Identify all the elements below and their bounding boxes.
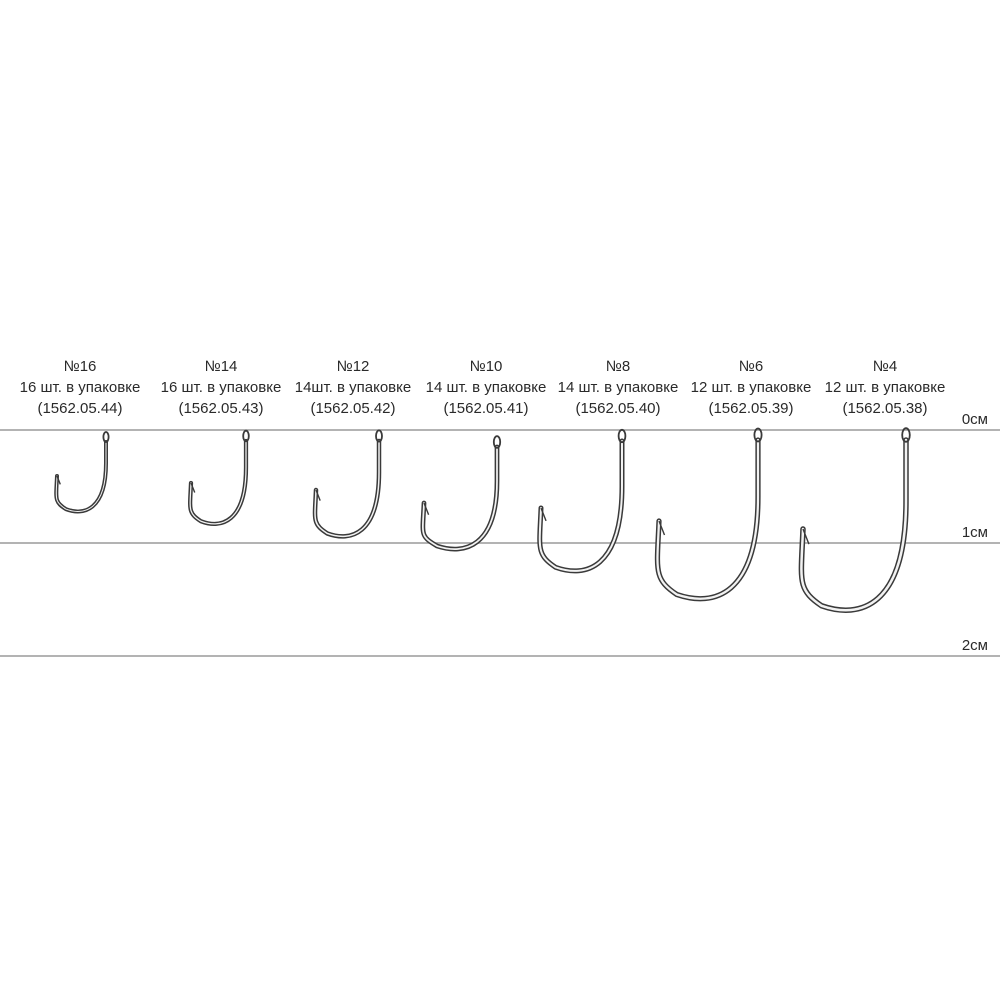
hook-label-16: №16 16 шт. в упаковке (1562.05.44) — [5, 356, 155, 419]
hook-code: (1562.05.42) — [310, 400, 396, 417]
hook-size: №12 — [336, 358, 370, 375]
hook-quantity: 16 шт. в упаковке — [19, 379, 141, 396]
hook-code: (1562.05.39) — [708, 400, 794, 417]
hook-eye — [617, 428, 627, 444]
hook-6-illustration — [654, 427, 763, 602]
hook-wire-highlight — [538, 440, 623, 572]
scale-label-0cm: 0см — [961, 411, 988, 428]
hook-eye — [102, 431, 110, 443]
hook-quantity: 14шт. в упаковке — [294, 379, 412, 396]
hook-label-12: №12 14шт. в упаковке (1562.05.42) — [278, 356, 428, 419]
hook-wire-highlight — [314, 440, 380, 538]
hook-eye — [492, 435, 502, 449]
hook-wire-highlight — [55, 441, 107, 512]
hook-16-illustration — [54, 431, 110, 514]
hook-14-illustration — [188, 429, 250, 526]
hook-eye — [242, 429, 250, 443]
hook-label-6: №6 12 шт. в упаковке (1562.05.39) — [676, 356, 826, 419]
hook-size: №14 — [204, 358, 238, 375]
scale-label-1cm: 1см — [961, 524, 988, 541]
hook-barb — [658, 520, 666, 536]
hook-barb — [802, 528, 810, 545]
hook-quantity: 14 шт. в упаковке — [425, 379, 547, 396]
hook-barb — [190, 482, 196, 493]
hook-barb — [423, 502, 430, 516]
hook-size: №10 — [469, 358, 503, 375]
hook-label-10: №10 14 шт. в упаковке (1562.05.41) — [411, 356, 561, 419]
hook-wire-highlight — [189, 440, 247, 525]
hook-12-illustration — [312, 429, 383, 539]
hook-eye — [901, 427, 911, 443]
hook-wire — [54, 440, 108, 514]
hook-quantity: 12 шт. в упаковке — [690, 379, 812, 396]
hook-wire — [420, 444, 500, 552]
hook-eye — [375, 429, 383, 443]
hook-barb — [315, 489, 321, 501]
hook-wire-highlight — [656, 438, 760, 600]
hook-label-8: №8 14 шт. в упаковке (1562.05.40) — [543, 356, 693, 419]
hook-code: (1562.05.43) — [178, 400, 264, 417]
hook-wire-highlight — [422, 446, 498, 550]
hook-size: №6 — [738, 358, 764, 375]
hook-label-14: №14 16 шт. в упаковке (1562.05.43) — [146, 356, 296, 419]
hook-quantity: 12 шт. в упаковке — [824, 379, 946, 396]
hook-size: №16 — [63, 358, 97, 375]
hook-10-illustration — [420, 435, 502, 552]
hook-label-4: №4 12 шт. в упаковке (1562.05.38) — [810, 356, 960, 419]
hook-size: №4 — [872, 358, 898, 375]
hook-4-illustration — [798, 427, 911, 613]
hook-code: (1562.05.44) — [37, 400, 123, 417]
hook-size: №8 — [605, 358, 631, 375]
hook-barb — [56, 475, 61, 485]
hook-wire — [188, 438, 249, 526]
hook-barb — [540, 507, 547, 522]
hook-wire — [312, 438, 382, 539]
hook-quantity: 16 шт. в упаковке — [160, 379, 282, 396]
hook-code: (1562.05.40) — [575, 400, 661, 417]
hook-eye — [753, 427, 763, 443]
hook-code: (1562.05.41) — [443, 400, 529, 417]
hook-8-illustration — [537, 428, 627, 574]
hook-wire-highlight — [800, 438, 908, 612]
hook-quantity: 14 шт. в упаковке — [557, 379, 679, 396]
scale-label-2cm: 2см — [961, 637, 988, 654]
hook-code: (1562.05.38) — [842, 400, 928, 417]
